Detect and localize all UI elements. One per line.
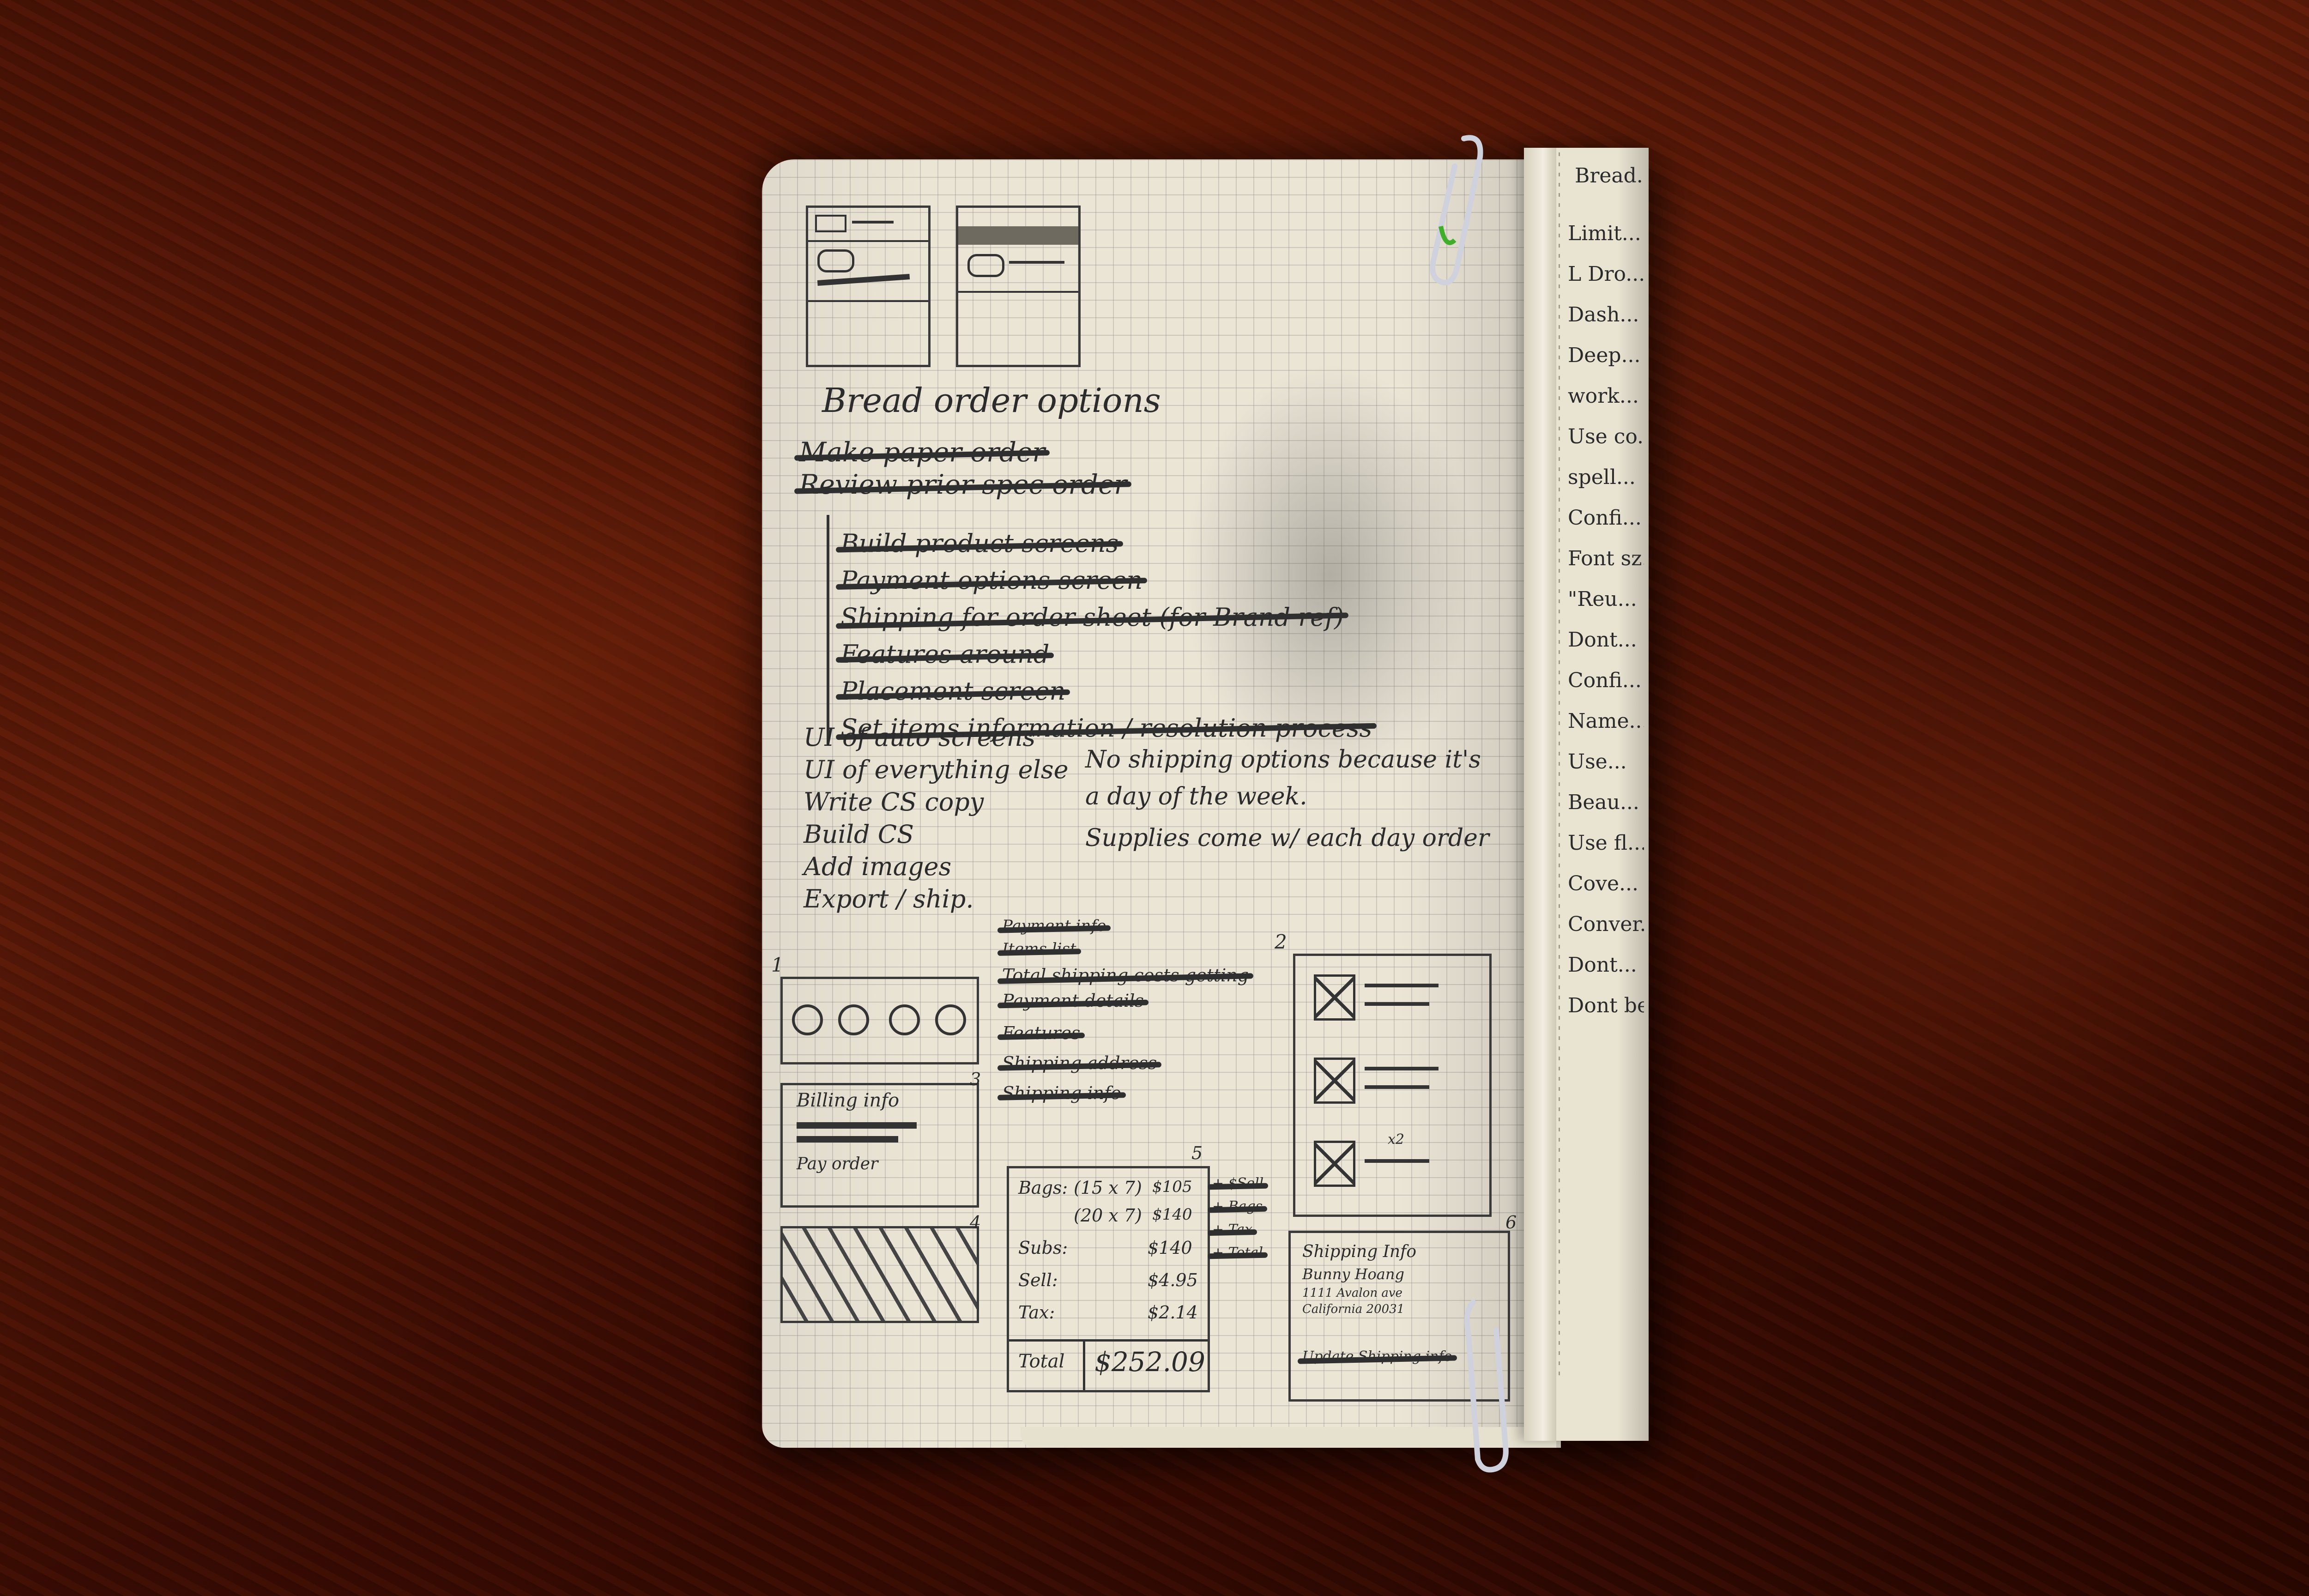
strip-item: L Dro... bbox=[1568, 262, 1644, 286]
order-side-note: + Tax bbox=[1212, 1221, 1253, 1238]
frame-label: Pay order bbox=[797, 1155, 878, 1173]
wireframe-frame-product-list: x2 bbox=[1293, 954, 1492, 1217]
strip-item: Name... bbox=[1568, 709, 1644, 733]
page-heading: Bread order options bbox=[822, 381, 1161, 420]
order-row-label: Tax: bbox=[1018, 1302, 1055, 1323]
frame-number: 1 bbox=[771, 954, 784, 976]
strip-item: Beau... bbox=[1568, 791, 1639, 814]
notebook-page: Bread order options Make paper order Rev… bbox=[762, 159, 1561, 1448]
shipping-line: 1111 Avalon ave bbox=[1302, 1286, 1402, 1300]
strip-item: Dont be... bbox=[1568, 994, 1644, 1017]
frame-number: 6 bbox=[1505, 1212, 1517, 1233]
frame-label: Billing info bbox=[797, 1090, 900, 1111]
frame-number: 2 bbox=[1275, 931, 1287, 953]
crossed-item: Placement screen bbox=[840, 677, 1066, 706]
strip-item: Limit... bbox=[1568, 222, 1641, 245]
todo-item: Add images bbox=[804, 852, 952, 881]
paperclip-bottom bbox=[1464, 1300, 1509, 1473]
wireframe-frame-billing: Billing info Pay order bbox=[780, 1083, 979, 1208]
shipping-info-card: Shipping Info Bunny Hoang 1111 Avalon av… bbox=[1288, 1231, 1510, 1402]
strip-item: Use co... bbox=[1568, 425, 1644, 448]
order-side-note: + Bags bbox=[1212, 1198, 1263, 1215]
perforation-line bbox=[1559, 152, 1560, 1376]
strip-item: spell... bbox=[1568, 466, 1636, 489]
sketch-list-item: Payment info bbox=[1002, 917, 1106, 935]
crossed-item: Review prior spec order bbox=[799, 469, 1127, 500]
wireframe-frame-carousel bbox=[780, 977, 979, 1064]
shipping-line: California 20031 bbox=[1302, 1302, 1405, 1316]
page-fold bbox=[1524, 148, 1556, 1441]
order-summary-card: Bags: (15 x 7) $105 (20 x 7) $140 Subs: … bbox=[1007, 1166, 1210, 1392]
strip-title: Bread... bbox=[1575, 164, 1644, 187]
strip-item: Conver... bbox=[1568, 913, 1644, 936]
strip-item: Font sz... bbox=[1568, 547, 1644, 570]
sketch-list-item: Shipping info bbox=[1002, 1083, 1121, 1103]
crossed-item: Features around bbox=[840, 640, 1050, 669]
crossed-item: Shipping for order sheet (for Brand ref) bbox=[840, 603, 1344, 632]
order-row-amount: $105 bbox=[1152, 1178, 1192, 1196]
page-edge bbox=[1021, 1427, 1556, 1448]
todo-item: UI of auto screens bbox=[804, 723, 1036, 752]
wireframe-sketch-b bbox=[956, 206, 1081, 367]
crossed-item: Payment options screen bbox=[840, 566, 1143, 595]
order-row-label: Bags: bbox=[1018, 1178, 1068, 1198]
todo-item: Write CS copy bbox=[804, 787, 984, 816]
side-note: No shipping options because it's a day o… bbox=[1085, 746, 1481, 810]
frame-number: 5 bbox=[1191, 1143, 1203, 1163]
strip-item: Use fl... bbox=[1568, 831, 1644, 855]
order-total-label: Total bbox=[1018, 1351, 1065, 1372]
shipping-footer: Update Shipping info bbox=[1302, 1348, 1452, 1365]
order-row-amount: $140 bbox=[1148, 1238, 1192, 1258]
order-row-amount: $140 bbox=[1152, 1205, 1192, 1224]
wireframe-frame-hatched bbox=[780, 1226, 979, 1323]
strip-item: Use... bbox=[1568, 750, 1627, 774]
frame-number: 3 bbox=[970, 1069, 981, 1089]
order-side-note: + $Sell bbox=[1212, 1175, 1264, 1191]
strip-item: "Reu... bbox=[1568, 587, 1637, 611]
strip-item: Dont... bbox=[1568, 628, 1637, 652]
wireframe-sketch-a bbox=[806, 206, 931, 367]
sketch-list-item: Payment details bbox=[1002, 991, 1144, 1011]
todo-item: Export / ship. bbox=[804, 884, 974, 913]
frame-label: x2 bbox=[1388, 1131, 1405, 1148]
side-note: Supplies come w/ each day order bbox=[1085, 824, 1489, 852]
crossed-item: Build product screens bbox=[840, 529, 1119, 558]
crossed-item: Set items information / resolution proce… bbox=[840, 713, 1372, 743]
strip-item: Deep... bbox=[1568, 344, 1641, 367]
strip-item: Confi... bbox=[1568, 506, 1642, 530]
order-row-detail: (20 x 7) bbox=[1074, 1205, 1142, 1226]
strip-item: Confi... bbox=[1568, 669, 1642, 692]
sketch-list-item: Shipping address bbox=[1002, 1053, 1157, 1073]
order-row-amount: $2.14 bbox=[1148, 1302, 1198, 1323]
shipping-line: Shipping Info bbox=[1302, 1242, 1417, 1261]
order-total-value: $252.09 bbox=[1094, 1346, 1205, 1378]
order-row-label: Subs: bbox=[1018, 1238, 1068, 1258]
strip-item: Dont... bbox=[1568, 953, 1637, 977]
paperclip-top bbox=[1430, 135, 1483, 285]
strip-item: work... bbox=[1568, 384, 1639, 408]
todo-item: Build CS bbox=[804, 820, 914, 849]
shipping-line: Bunny Hoang bbox=[1302, 1265, 1404, 1283]
strip-item: Cove... bbox=[1568, 872, 1639, 895]
list-bracket bbox=[827, 515, 829, 746]
frame-number: 4 bbox=[970, 1212, 981, 1233]
strip-item: Dash... bbox=[1568, 303, 1639, 326]
order-row-detail: (15 x 7) bbox=[1074, 1178, 1142, 1198]
todo-item: UI of everything else bbox=[804, 755, 1069, 784]
order-side-note: + Total bbox=[1212, 1245, 1263, 1261]
crossed-item: Make paper order bbox=[799, 436, 1046, 468]
order-row-amount: $4.95 bbox=[1148, 1270, 1198, 1290]
sketch-list-item: Features bbox=[1002, 1023, 1081, 1043]
order-row-label: Sell: bbox=[1018, 1270, 1058, 1290]
sketch-list-item: Items list bbox=[1002, 940, 1076, 958]
sketch-list-item: Total shipping costs getting bbox=[1002, 965, 1249, 985]
